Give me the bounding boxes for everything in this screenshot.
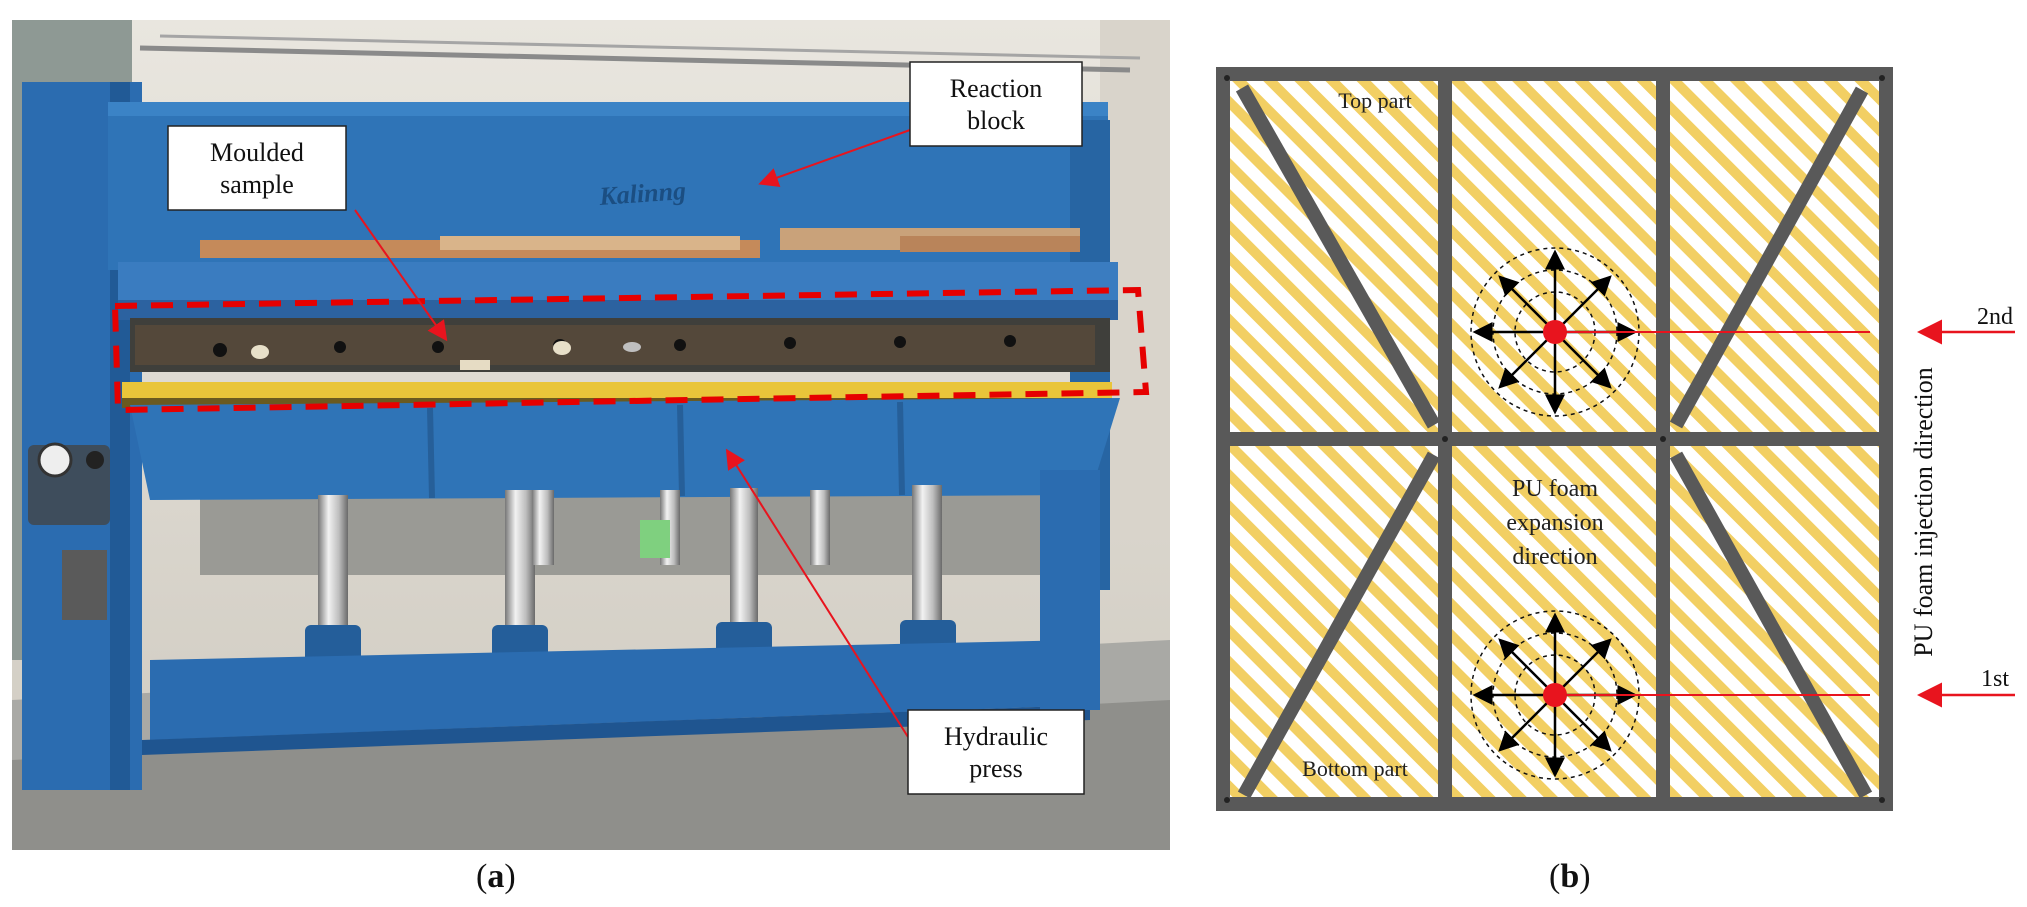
callout-moulded-line1: Moulded	[210, 138, 304, 167]
hydraulic-press-arrow	[725, 448, 909, 738]
diagonal-brace	[1669, 451, 1873, 799]
moulded-sample-outline	[111, 286, 1150, 414]
expansion-label-line2: expansion	[1506, 510, 1603, 536]
callout-reaction-line2: block	[967, 106, 1025, 135]
callout-reaction-line1: Reaction	[950, 74, 1042, 103]
injection-direction-label: PU foam injection direction	[1909, 367, 1938, 657]
pressure-gauge-icon	[37, 442, 73, 478]
reaction-block-arrow	[758, 129, 911, 188]
caption-a-letter: a	[487, 858, 505, 895]
top-part-label: Top part	[1338, 88, 1412, 113]
callout-moulded-line2: sample	[220, 170, 294, 199]
diagonal-brace	[1669, 86, 1869, 429]
second-injection-label: 2nd	[1977, 304, 2013, 330]
expansion-rose-upper	[1470, 247, 1640, 417]
expansion-label-line3: direction	[1512, 544, 1597, 570]
injection-point-2nd	[1543, 320, 1567, 344]
diagonal-brace	[1235, 84, 1441, 429]
callout-reaction-block: Reaction block	[909, 61, 1083, 147]
moulded-sample-arrow	[354, 209, 448, 342]
machine-brand-text: Kalinng	[597, 176, 687, 211]
panel-b-diagram: Top part Bottom part PU foam expansion d…	[1216, 67, 2015, 811]
diagonal-brace	[1237, 451, 1441, 799]
caption-b-letter: b	[1560, 858, 1580, 895]
panel-a-photo: Kalinng	[12, 20, 1170, 850]
expansion-label-line1: PU foam	[1512, 476, 1598, 502]
callout-hydraulic-line2: press	[969, 754, 1022, 783]
bottom-part-label: Bottom part	[1302, 756, 1408, 781]
callout-moulded-sample: Moulded sample	[167, 125, 347, 211]
caption-a: (a)	[476, 858, 516, 895]
first-injection-label: 1st	[1981, 666, 2009, 692]
callout-hydraulic-press: Hydraulic press	[907, 709, 1085, 795]
caption-b: (b)	[1549, 858, 1591, 895]
callout-hydraulic-line1: Hydraulic	[944, 722, 1048, 751]
injection-point-1st	[1543, 683, 1567, 707]
